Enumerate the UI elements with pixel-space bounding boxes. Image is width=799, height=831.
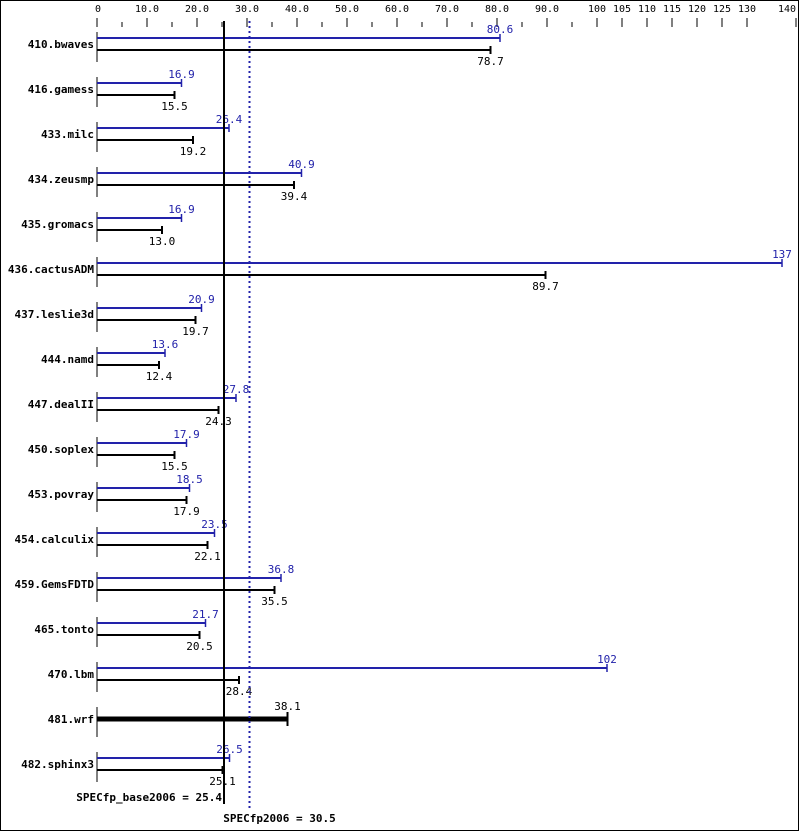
base-value-label: 19.7 — [182, 325, 209, 338]
peak-value-label: 21.7 — [192, 608, 219, 621]
peak-value-label: 102 — [597, 653, 617, 666]
base-value-label: 19.2 — [180, 145, 207, 158]
peak-value-label: 36.8 — [268, 563, 295, 576]
axis-tick-label: 40.0 — [285, 4, 309, 15]
benchmark-label: 436.cactusADM — [8, 263, 94, 276]
benchmark-label: 444.namd — [41, 353, 94, 366]
peak-value-label: 13.6 — [152, 338, 179, 351]
peak-reference-label: SPECfp2006 = 30.5 — [223, 812, 336, 825]
peak-value-label: 16.9 — [168, 68, 195, 81]
peak-value-label: 26.5 — [216, 743, 243, 756]
benchmark-label: 416.gamess — [28, 83, 94, 96]
base-value-label: 78.7 — [477, 55, 504, 68]
axis-tick-label: 80.0 — [485, 4, 509, 15]
benchmark-label: 447.dealII — [28, 398, 94, 411]
base-reference-label: SPECfp_base2006 = 25.4 — [76, 791, 222, 804]
axis-tick-label: 90.0 — [535, 4, 559, 15]
axis-tick-label: 125 — [713, 4, 731, 15]
benchmark-label: 437.leslie3d — [15, 308, 94, 321]
base-value-label: 39.4 — [281, 190, 308, 203]
axis-tick-label: 10.0 — [135, 4, 159, 15]
axis-tick-label: 105 — [613, 4, 631, 15]
peak-value-label: 137 — [772, 248, 792, 261]
axis-tick-label: 0 — [95, 4, 101, 15]
base-value-label: 35.5 — [261, 595, 288, 608]
base-value-label: 28.4 — [226, 685, 253, 698]
benchmark-label: 435.gromacs — [21, 218, 94, 231]
axis-tick-label: 100 — [588, 4, 606, 15]
peak-value-label: 16.9 — [168, 203, 195, 216]
peak-value-label: 18.5 — [176, 473, 203, 486]
axis-tick-label: 110 — [638, 4, 656, 15]
peak-value-label: 26.4 — [216, 113, 243, 126]
benchmark-label: 459.GemsFDTD — [15, 578, 95, 591]
base-value-label: 17.9 — [173, 505, 200, 518]
axis-tick-label: 60.0 — [385, 4, 409, 15]
benchmark-label: 454.calculix — [15, 533, 95, 546]
peak-value-label: 40.9 — [288, 158, 315, 171]
benchmark-label: 453.povray — [28, 488, 95, 501]
base-value-label: 38.1 — [274, 700, 301, 713]
axis-tick-label: 140 — [778, 4, 796, 15]
base-value-label: 22.1 — [194, 550, 221, 563]
base-value-label: 12.4 — [146, 370, 173, 383]
benchmark-label: 450.soplex — [28, 443, 95, 456]
benchmark-label: 470.lbm — [48, 668, 95, 681]
peak-value-label: 27.8 — [223, 383, 250, 396]
benchmark-label: 434.zeusmp — [28, 173, 95, 186]
axis-tick-label: 115 — [663, 4, 681, 15]
base-value-label: 15.5 — [161, 100, 188, 113]
base-value-label: 15.5 — [161, 460, 188, 473]
peak-value-label: 20.9 — [188, 293, 215, 306]
peak-value-label: 80.6 — [487, 23, 514, 36]
base-value-label: 25.1 — [209, 775, 236, 788]
base-value-label: 89.7 — [532, 280, 559, 293]
axis-tick-label: 130 — [738, 4, 756, 15]
peak-value-label: 17.9 — [173, 428, 200, 441]
benchmark-label: 482.sphinx3 — [21, 758, 94, 771]
base-value-label: 13.0 — [149, 235, 176, 248]
axis-tick-label: 70.0 — [435, 4, 459, 15]
benchmark-label: 465.tonto — [34, 623, 94, 636]
base-value-label: 24.3 — [205, 415, 232, 428]
base-value-label: 20.5 — [186, 640, 213, 653]
axis-tick-label: 20.0 — [185, 4, 209, 15]
benchmark-label: 433.milc — [41, 128, 94, 141]
peak-value-label: 23.5 — [201, 518, 228, 531]
benchmark-label: 481.wrf — [48, 713, 94, 726]
axis-tick-label: 50.0 — [335, 4, 359, 15]
axis-tick-label: 30.0 — [235, 4, 259, 15]
axis-tick-label: 120 — [688, 4, 706, 15]
benchmark-label: 410.bwaves — [28, 38, 94, 51]
